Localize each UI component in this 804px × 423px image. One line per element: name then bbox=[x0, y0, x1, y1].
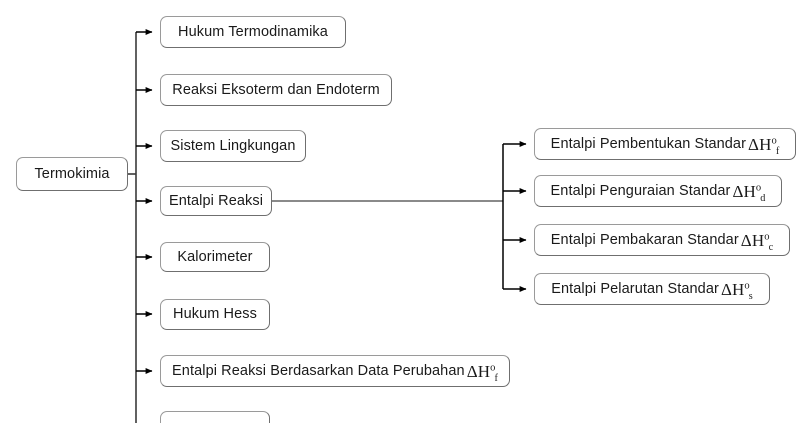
node-label: Sistem Lingkungan bbox=[170, 137, 296, 154]
node-kalorimeter[interactable]: Kalorimeter bbox=[160, 242, 270, 272]
node-bottom-cutoff[interactable] bbox=[160, 411, 270, 423]
node-label: Termokimia bbox=[34, 165, 110, 182]
node-label: Entalpi Reaksi Berdasarkan Data Perubaha… bbox=[172, 362, 465, 379]
delta-h-notation: ΔHos bbox=[720, 279, 753, 302]
node-label: Kalorimeter bbox=[177, 248, 253, 265]
node-label: Entalpi Reaksi bbox=[168, 192, 264, 209]
node-hukum-hess[interactable]: Hukum Hess bbox=[160, 299, 270, 330]
node-label: Reaksi Eksoterm dan Endoterm bbox=[172, 81, 380, 98]
delta-h-notation: ΔHod bbox=[732, 181, 766, 204]
node-label: Hukum Termodinamika bbox=[178, 23, 328, 40]
node-entalpi-reaksi-berdasarkan-data-perubahan[interactable]: Entalpi Reaksi Berdasarkan Data Perubaha… bbox=[160, 355, 510, 387]
node-label: Hukum Hess bbox=[173, 306, 257, 323]
node-sistem-lingkungan[interactable]: Sistem Lingkungan bbox=[160, 130, 306, 162]
node-label: Entalpi Pembentukan Standar bbox=[550, 135, 747, 152]
node-label: Entalpi Penguraian Standar bbox=[550, 182, 731, 199]
node-hukum-termodinamika[interactable]: Hukum Termodinamika bbox=[160, 16, 346, 48]
node-entalpi-pembentukan-standar[interactable]: Entalpi Pembentukan Standar ΔHof bbox=[534, 128, 796, 160]
delta-h-notation: ΔHoc bbox=[740, 230, 774, 253]
node-entalpi-reaksi[interactable]: Entalpi Reaksi bbox=[160, 186, 272, 216]
node-label: Entalpi Pelarutan Standar bbox=[551, 280, 719, 297]
node-termokimia[interactable]: Termokimia bbox=[16, 157, 128, 191]
node-entalpi-pembakaran-standar[interactable]: Entalpi Pembakaran Standar ΔHoc bbox=[534, 224, 790, 256]
delta-h-notation: ΔHof bbox=[466, 361, 498, 384]
node-entalpi-pelarutan-standar[interactable]: Entalpi Pelarutan Standar ΔHos bbox=[534, 273, 770, 305]
node-entalpi-penguraian-standar[interactable]: Entalpi Penguraian Standar ΔHod bbox=[534, 175, 782, 207]
node-reaksi-eksoterm-dan-endoterm[interactable]: Reaksi Eksoterm dan Endoterm bbox=[160, 74, 392, 106]
delta-h-notation: ΔHof bbox=[748, 134, 780, 157]
node-label: Entalpi Pembakaran Standar bbox=[550, 231, 739, 248]
